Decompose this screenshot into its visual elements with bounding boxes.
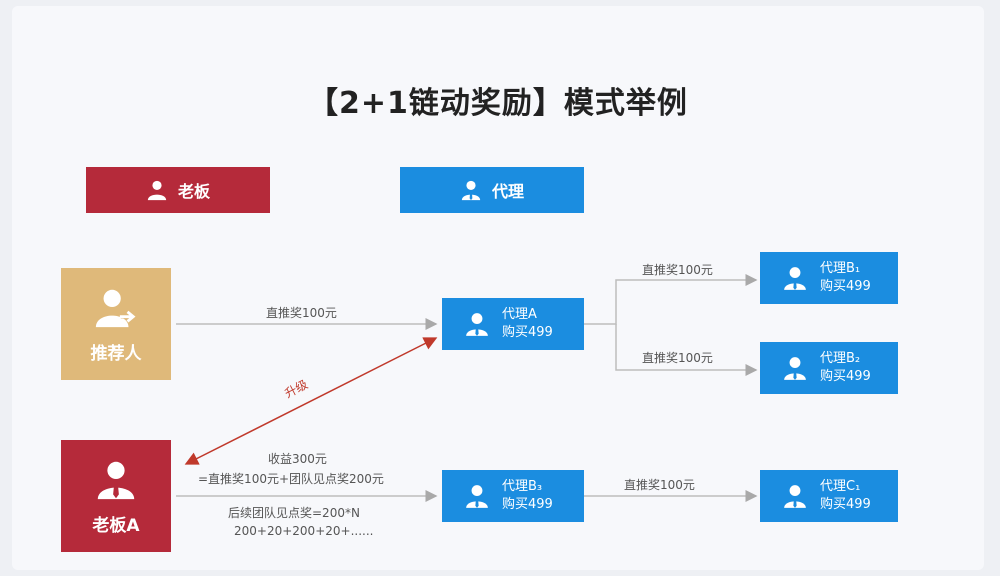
label-income: 收益300元 xyxy=(268,452,327,466)
node-recommender-label: 推荐人 xyxy=(90,343,142,364)
person-tie-icon xyxy=(466,485,488,508)
legend-boss: 老板 xyxy=(86,167,270,213)
node-agentB3-name: 代理B₃ xyxy=(502,479,543,494)
node-agentC1-buy: 购买499 xyxy=(820,497,871,512)
label-followup: 后续团队见点奖=200*N xyxy=(228,506,360,520)
node-agentB2-name: 代理B₂ xyxy=(820,351,861,366)
node-agentB1-buy: 购买499 xyxy=(820,279,871,294)
arrow-agentA-to-B2 xyxy=(615,324,758,376)
label-income-detail: =直推奖100元+团队见点奖200元 xyxy=(198,472,384,486)
node-agentB1-name: 代理B₁ xyxy=(820,261,861,276)
arrow-agentA-to-B1 xyxy=(584,274,758,325)
person-icon xyxy=(147,180,167,201)
person-tie-icon xyxy=(784,357,806,380)
connector-lines xyxy=(176,274,758,502)
person-tie-icon xyxy=(466,313,488,336)
person-tie-icon xyxy=(461,180,481,201)
node-bossA: 老板A xyxy=(61,440,171,552)
diagram-canvas: 【2+1链动奖励】模式举例 老板 代理 xyxy=(12,6,984,570)
page-title: 【2+1链动奖励】模式举例 xyxy=(308,86,688,121)
node-agentC1-name: 代理C₁ xyxy=(820,479,861,494)
person-tie-icon xyxy=(97,461,135,499)
label-direct-c1: 直推奖100元 xyxy=(624,478,695,492)
legend-boss-label: 老板 xyxy=(177,182,210,201)
label-direct-b2: 直推奖100元 xyxy=(642,351,713,365)
label-followup-detail: 200+20+200+20+...... xyxy=(234,524,374,538)
label-direct-recommender: 直推奖100元 xyxy=(266,306,337,320)
node-agentC1: 代理C₁ 购买499 xyxy=(760,470,898,522)
upgrade-arrow xyxy=(184,337,438,465)
legend-agent-label: 代理 xyxy=(491,182,524,201)
person-tie-icon xyxy=(784,485,806,508)
node-agentB2-buy: 购买499 xyxy=(820,369,871,384)
person-share-icon xyxy=(95,289,136,327)
node-agentB3-buy: 购买499 xyxy=(502,497,553,512)
node-bossA-label: 老板A xyxy=(92,515,140,536)
label-direct-b1: 直推奖100元 xyxy=(642,263,713,277)
person-tie-icon xyxy=(784,267,806,290)
node-agentA: 代理A 购买499 xyxy=(442,298,584,350)
legend-agent: 代理 xyxy=(400,167,584,213)
node-agentA-name: 代理A xyxy=(502,307,537,322)
node-agentB3: 代理B₃ 购买499 xyxy=(442,470,584,522)
node-agentB1: 代理B₁ 购买499 xyxy=(760,252,898,304)
node-agentA-buy: 购买499 xyxy=(502,325,553,340)
node-recommender: 推荐人 xyxy=(61,268,171,380)
node-agentB2: 代理B₂ 购买499 xyxy=(760,342,898,394)
